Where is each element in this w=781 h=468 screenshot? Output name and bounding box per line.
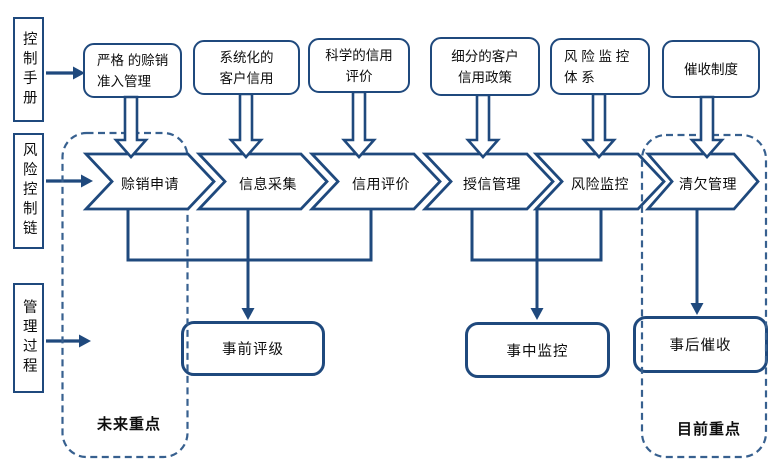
- risk-control-chain-box: 风险控制链: [13, 133, 44, 249]
- stage-box-post-collection: 事后催收: [633, 316, 768, 373]
- control-manual-label: 控制手册: [20, 30, 37, 109]
- chevron-shape-3: [308, 152, 442, 211]
- risk-control-chain-label: 风险控制链: [20, 142, 37, 240]
- block-arrow-3: [341, 90, 377, 159]
- region-label-future: 未来重点: [96, 416, 161, 433]
- top-box-2: 系统化的 客户信用: [193, 40, 300, 95]
- block-arrow-6: [689, 95, 725, 159]
- top-box-1: 严格 的赊销 准入管理: [83, 43, 182, 98]
- management-process-label: 管理过程: [20, 299, 37, 377]
- chevron-shape-6: [644, 152, 760, 211]
- block-arrow-2: [228, 92, 264, 159]
- block-arrow-1: [113, 95, 149, 159]
- chevron-shape-5: [532, 152, 666, 211]
- top-box-5: 风 险 监 控 体 系: [550, 38, 650, 95]
- step-label-1: 赊销申请: [121, 176, 179, 192]
- chevron-shape-4: [421, 152, 555, 211]
- arrow-from-risk-chain: [46, 174, 93, 188]
- step-label-2: 信息采集: [239, 176, 297, 192]
- stage-box-mid-monitoring: 事中监控: [465, 322, 610, 378]
- top-box-4: 细分的客户 信用政策: [430, 37, 540, 96]
- chevron-shape-2: [195, 152, 329, 211]
- connector-pre-rating-group: [126, 205, 373, 320]
- region-label-current: 目前重点: [676, 421, 741, 438]
- connector-mid-monitor-group: [470, 205, 603, 320]
- step-label-4: 授信管理: [463, 176, 521, 192]
- management-process-box: 管理过程: [13, 283, 44, 393]
- arrow-from-control-manual: [46, 66, 85, 80]
- top-box-3: 科学的信用 评价: [308, 38, 410, 93]
- top-box-6: 催收制度: [662, 40, 760, 98]
- connector-post-collection-arrow: [690, 207, 704, 315]
- block-arrow-5: [581, 92, 617, 159]
- block-arrow-4: [465, 93, 501, 159]
- step-label-3: 信用评价: [352, 176, 410, 192]
- stage-box-pre-rating: 事前评级: [181, 321, 325, 376]
- step-label-6: 清欠管理: [679, 176, 737, 192]
- chevron-shape-1: [82, 152, 216, 211]
- step-label-5: 风险监控: [571, 176, 629, 192]
- control-manual-box: 控制手册: [13, 17, 44, 122]
